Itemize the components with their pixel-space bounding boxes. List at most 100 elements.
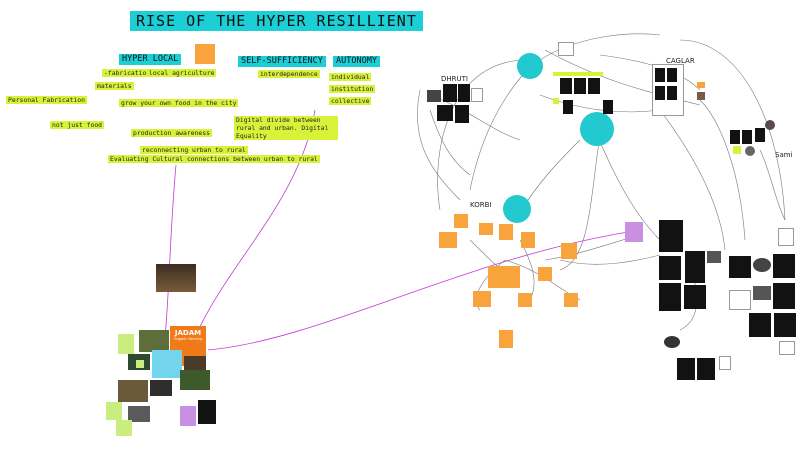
black-card[interactable]: [742, 130, 752, 144]
black-card[interactable]: [659, 256, 681, 280]
white-card[interactable]: [729, 290, 751, 310]
person-sami: Sami: [775, 151, 793, 159]
sticky-note[interactable]: [473, 291, 491, 307]
black-card[interactable]: [684, 285, 706, 309]
sticky-note[interactable]: [561, 243, 577, 259]
black-card[interactable]: [667, 86, 677, 100]
black-card[interactable]: [685, 251, 705, 283]
text-interdependence: interdependence: [258, 70, 320, 78]
text-individual: individual: [329, 73, 372, 81]
sticky-note[interactable]: [499, 330, 513, 348]
text-production-awareness: production awareness: [131, 129, 212, 137]
highlight-bar: [553, 98, 559, 104]
sticky-note[interactable]: [538, 267, 552, 281]
sticky-note[interactable]: [180, 406, 196, 426]
highlight-bar: [733, 146, 741, 154]
heading-autonomy: AUTONOMY: [333, 56, 380, 67]
black-card[interactable]: [560, 78, 572, 94]
black-card[interactable]: [455, 105, 469, 123]
jadam-title: JADAM: [174, 329, 202, 337]
sticky-note[interactable]: [564, 293, 578, 307]
black-card[interactable]: [659, 220, 683, 252]
black-card[interactable]: [730, 130, 740, 144]
black-card[interactable]: [563, 100, 573, 114]
board-title: RISE OF THE HYPER RESILLIENT: [130, 11, 423, 31]
topic-circle[interactable]: [503, 195, 531, 223]
text-personal-fabrication: Personal Fabrication: [6, 96, 87, 104]
person-caglar: CAGLAR: [666, 57, 695, 65]
sticky-note[interactable]: [454, 214, 468, 228]
black-card[interactable]: [677, 358, 695, 380]
photo-thumbnail[interactable]: [128, 406, 150, 422]
black-card[interactable]: [603, 100, 613, 114]
jadam-subtitle: Organic Farming: [173, 337, 203, 341]
highlight-bar: [553, 72, 603, 76]
photo-thumbnail[interactable]: [753, 286, 771, 300]
black-card[interactable]: [198, 400, 216, 424]
sticky-note[interactable]: [106, 402, 122, 420]
white-card[interactable]: [778, 228, 794, 246]
text-collective: collective: [329, 97, 372, 105]
black-card[interactable]: [443, 84, 457, 102]
topic-circle[interactable]: [517, 53, 543, 79]
topic-circle[interactable]: [580, 112, 614, 146]
avatar[interactable]: [765, 120, 775, 130]
avatar[interactable]: [753, 258, 771, 272]
avatar[interactable]: [427, 90, 441, 102]
text-fabrication: -fabrication: [102, 69, 153, 77]
avatar[interactable]: [664, 336, 680, 348]
avatar[interactable]: [745, 146, 755, 156]
sticky-note[interactable]: [499, 224, 513, 240]
black-card[interactable]: [655, 86, 665, 100]
sticky-note[interactable]: [136, 360, 144, 368]
black-card[interactable]: [574, 78, 586, 94]
white-card[interactable]: [471, 88, 483, 102]
black-card[interactable]: [749, 313, 771, 337]
black-card[interactable]: [755, 128, 765, 142]
person-dhruti: DHRUTI: [441, 75, 468, 83]
sticky-note[interactable]: [518, 293, 532, 307]
white-card[interactable]: [558, 42, 574, 56]
photo-thumbnail[interactable]: [156, 264, 196, 292]
sticky-note[interactable]: [152, 350, 182, 378]
text-reconnecting: reconnecting urban to rural: [140, 146, 248, 154]
black-card[interactable]: [729, 256, 751, 278]
text-materials: materials: [95, 82, 134, 90]
text-institution: institution: [329, 85, 376, 93]
white-card[interactable]: [719, 356, 731, 370]
avatar[interactable]: [697, 92, 705, 100]
text-grow-food: grow your own food in the city: [119, 99, 239, 107]
sticky-note[interactable]: [625, 222, 643, 242]
avatar[interactable]: [707, 251, 721, 263]
text-not-just-food: not just food: [50, 121, 105, 129]
sticky-note[interactable]: [118, 334, 134, 354]
person-korbi: KORBI: [470, 201, 492, 209]
sticky-note[interactable]: [479, 223, 493, 235]
photo-thumbnail[interactable]: [150, 380, 172, 396]
text-evaluating: Evaluating Cultural connections between …: [108, 155, 320, 163]
sticky-note[interactable]: [488, 266, 520, 288]
black-card[interactable]: [773, 254, 795, 278]
text-local-agriculture: local agriculture: [147, 69, 217, 77]
photo-thumbnail[interactable]: [184, 356, 206, 372]
photo-thumbnail[interactable]: [139, 330, 169, 352]
sticky-note[interactable]: [195, 44, 215, 64]
photo-thumbnail[interactable]: [118, 380, 148, 402]
black-card[interactable]: [697, 358, 715, 380]
sticky-note[interactable]: [521, 232, 535, 248]
black-card[interactable]: [655, 68, 665, 82]
black-card[interactable]: [437, 105, 453, 121]
black-card[interactable]: [667, 68, 677, 82]
heading-self-sufficiency: SELF-SUFFICIENCY: [238, 56, 326, 67]
black-card[interactable]: [588, 78, 600, 94]
sticky-note[interactable]: [116, 420, 132, 436]
black-card[interactable]: [458, 84, 470, 102]
black-card[interactable]: [659, 283, 681, 311]
photo-thumbnail[interactable]: [180, 370, 210, 390]
white-card[interactable]: [779, 341, 795, 355]
sticky-note[interactable]: [697, 82, 705, 88]
black-card[interactable]: [773, 283, 795, 309]
sticky-note[interactable]: [439, 232, 457, 248]
text-digital-divide: Digital divide between rural and urban. …: [234, 116, 338, 140]
black-card[interactable]: [774, 313, 796, 337]
